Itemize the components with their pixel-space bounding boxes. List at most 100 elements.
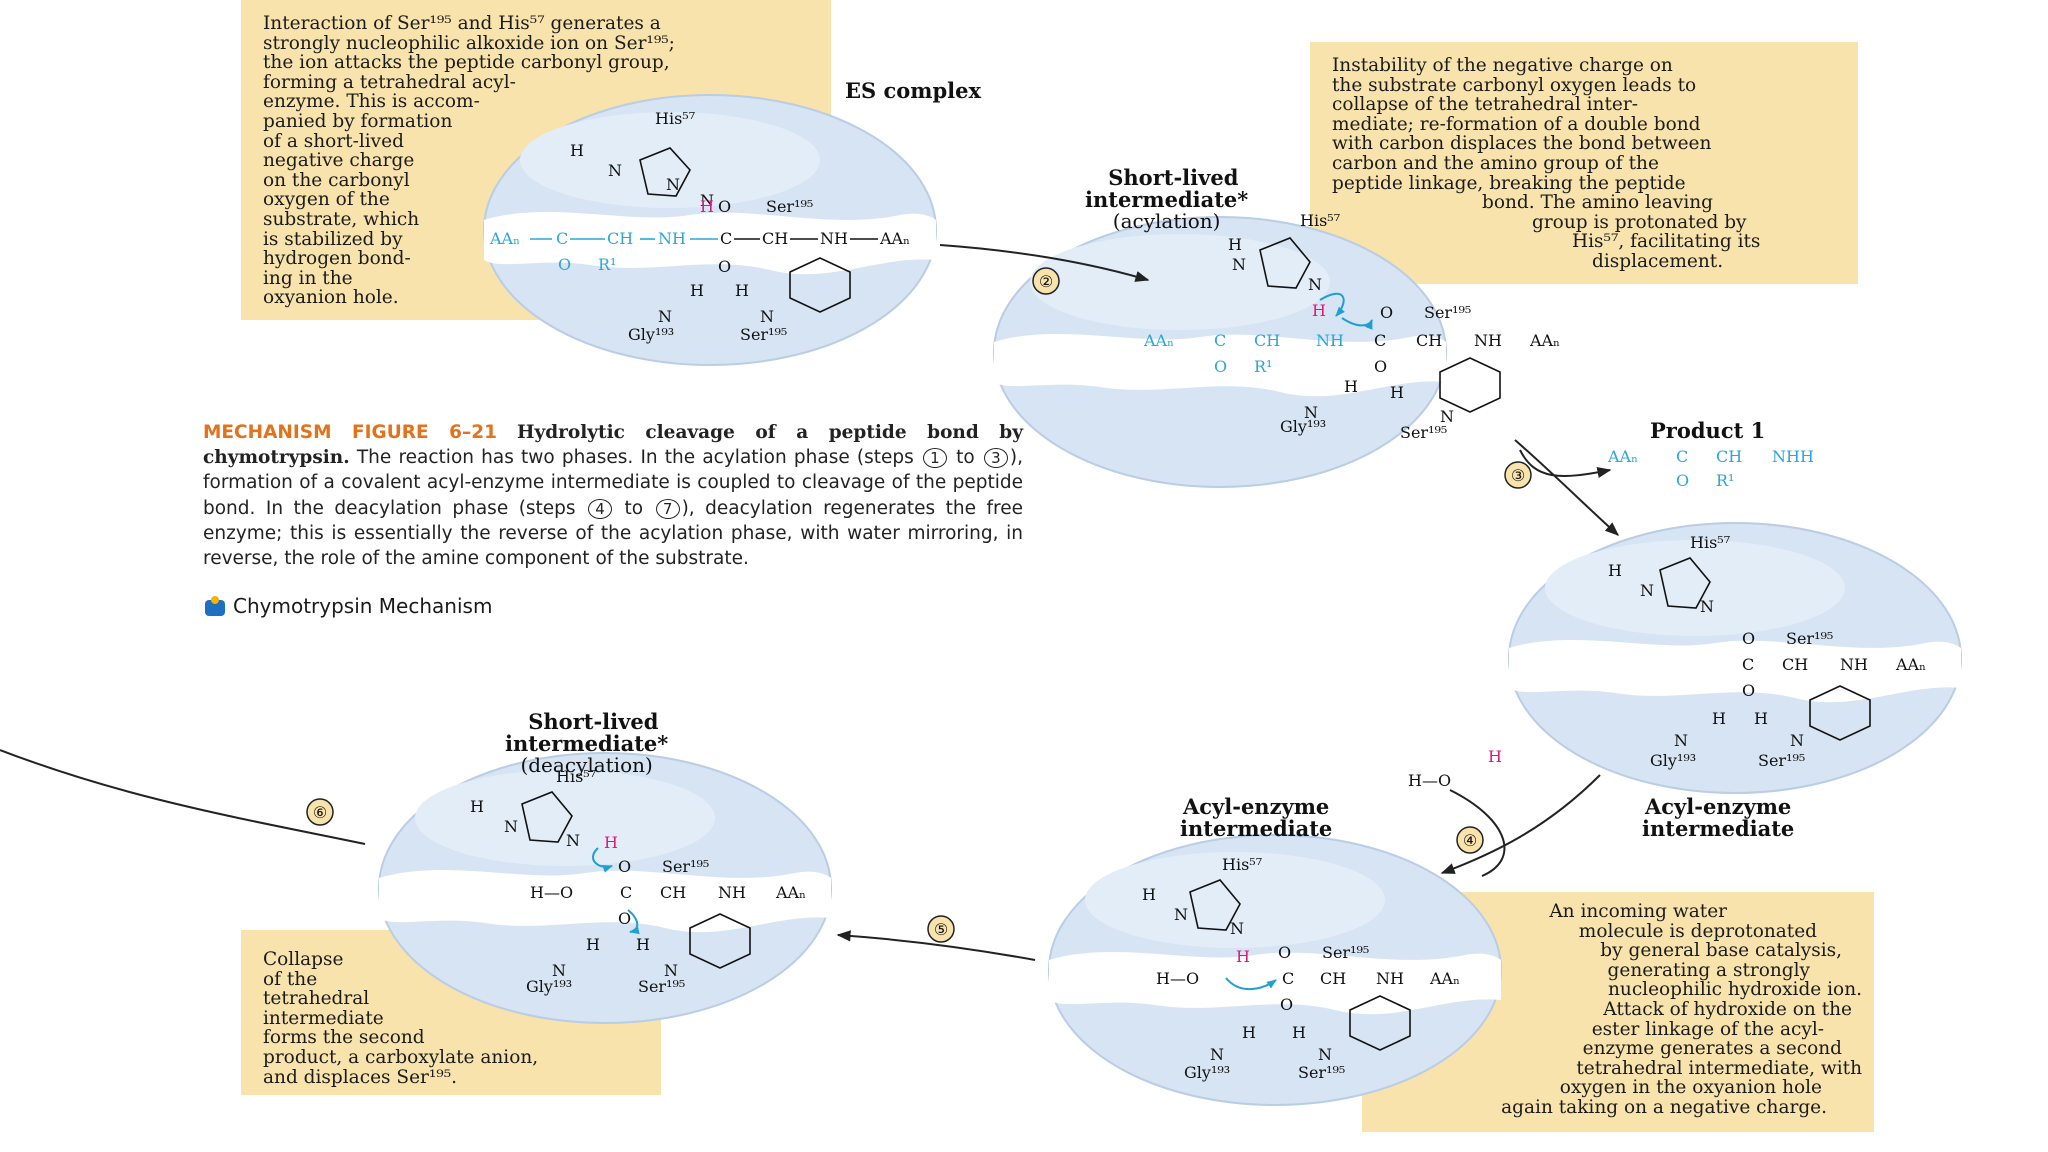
es-complex-chemistry: His⁵⁷ N N H N H O Ser¹⁹⁵ AAₙ C CH NH C C… — [489, 109, 910, 344]
svg-text:NH: NH — [1376, 969, 1404, 988]
note-line: of a short-lived — [263, 130, 404, 152]
note-line: enzyme. This is accom- — [263, 91, 480, 113]
water-molecule: H—O H — [1408, 747, 1502, 790]
svg-text:H: H — [1142, 885, 1156, 904]
svg-text:R¹: R¹ — [598, 255, 616, 274]
svg-text:NH: NH — [1840, 655, 1868, 674]
svg-text:CH: CH — [1416, 331, 1442, 350]
animation-link-text[interactable]: Chymotrypsin Mechanism — [233, 594, 493, 618]
note-line: bond. The amino leaving — [1482, 192, 1714, 214]
svg-text:H: H — [470, 797, 484, 816]
note-line: forms the second — [263, 1027, 425, 1049]
svg-text:Gly¹⁹³: Gly¹⁹³ — [628, 325, 674, 344]
caption-text: ), formation of a covalent acyl-enzyme i… — [203, 447, 1023, 519]
note-line: with carbon displaces the bond between — [1332, 133, 1712, 155]
note-step4: An incoming water molecule is deprotonat… — [1362, 892, 1874, 1132]
svg-text:CH: CH — [1716, 447, 1742, 466]
svg-text:AAₙ: AAₙ — [775, 883, 806, 902]
note-line: His⁵⁷, facilitating its — [1572, 231, 1761, 253]
svg-text:CH: CH — [607, 229, 633, 248]
note-line: Attack of hydroxide on the — [1603, 998, 1852, 1020]
note-line: strongly nucleophilic alkoxide ion on Se… — [263, 32, 675, 54]
svg-text:N: N — [1440, 407, 1454, 426]
svg-text:Ser¹⁹⁵: Ser¹⁹⁵ — [740, 325, 787, 344]
svg-text:NH: NH — [718, 883, 746, 902]
svg-text:N: N — [1304, 403, 1318, 422]
deacylation-intermediate-chemistry: His⁵⁷ N N H H O Ser¹⁹⁵ H—O C CH NH AAₙ O… — [470, 767, 806, 996]
svg-text:O: O — [1374, 357, 1387, 376]
step-ref: 1 — [922, 448, 947, 469]
note-line: Collapse — [263, 949, 344, 970]
acyl-enzyme-right-chemistry: His⁵⁷ N N H O Ser¹⁹⁵ C CH NH AAₙ O H H N… — [1608, 533, 1926, 770]
svg-text:N: N — [566, 831, 580, 850]
svg-text:H: H — [1292, 1023, 1306, 1042]
arrow-step2 — [939, 244, 1150, 282]
svg-text:O: O — [1742, 681, 1755, 700]
svg-text:N: N — [552, 961, 566, 980]
svg-text:R¹: R¹ — [1716, 471, 1734, 490]
arrow-step4 — [1440, 774, 1601, 874]
es-complex-enzyme — [483, 94, 937, 366]
note-line: oxyanion hole. — [263, 287, 399, 309]
product1-chemistry: AAₙ C CH NHH O R¹ — [1607, 447, 1814, 490]
animation-link[interactable]: Chymotrypsin Mechanism — [203, 594, 492, 618]
svg-text:AAₙ: AAₙ — [1143, 331, 1174, 350]
caption-text: The reaction has two phases. In the acyl… — [349, 447, 921, 469]
note-line: mediate; re-formation of a double bond — [1332, 113, 1701, 135]
note-line: ing in the — [263, 267, 353, 289]
svg-text:AAₙ: AAₙ — [1895, 655, 1926, 674]
svg-text:H: H — [1228, 235, 1242, 254]
svg-text:O: O — [718, 257, 731, 276]
svg-text:Gly¹⁹³: Gly¹⁹³ — [526, 977, 572, 996]
acylation-intermediate-chemistry: His⁵⁷ N N H H O Ser¹⁹⁵ AAₙ C CH NH C CH … — [1143, 211, 1560, 442]
note-line: the ion attacks the peptide carbonyl gro… — [263, 52, 670, 74]
svg-text:Ser¹⁹⁵: Ser¹⁹⁵ — [638, 977, 685, 996]
svg-text:C: C — [1742, 655, 1754, 674]
svg-text:C: C — [1214, 331, 1226, 350]
svg-text:Gly¹⁹³: Gly¹⁹³ — [1184, 1063, 1230, 1082]
caption-text: to — [948, 447, 982, 469]
svg-text:O: O — [718, 197, 731, 216]
arrow-product1 — [1519, 449, 1612, 478]
note-line: is stabilized by — [263, 228, 403, 250]
arrow-step3 — [1514, 439, 1620, 536]
svg-text:N: N — [658, 307, 672, 326]
step-2-marker: ② — [1032, 267, 1060, 295]
note-line: panied by formation — [263, 110, 453, 132]
svg-text:N: N — [1790, 731, 1804, 750]
svg-text:NH: NH — [820, 229, 848, 248]
svg-text:H: H — [1712, 709, 1726, 728]
svg-text:H—O: H—O — [1156, 969, 1199, 988]
note-line: molecule is deprotonated — [1578, 920, 1817, 942]
note-line: substrate, which — [263, 208, 420, 230]
svg-text:His⁵⁷: His⁵⁷ — [556, 767, 596, 786]
svg-text:C: C — [720, 229, 732, 248]
svg-text:Ser¹⁹⁵: Ser¹⁹⁵ — [662, 857, 709, 876]
note-line: tetrahedral — [263, 988, 370, 1010]
note-line: collapse of the tetrahedral inter- — [1332, 94, 1638, 116]
svg-text:O: O — [558, 255, 571, 274]
note-step2: Instability of the negative charge on th… — [1310, 42, 1858, 284]
svg-text:His⁵⁷: His⁵⁷ — [1222, 855, 1262, 874]
note-line: intermediate — [263, 1007, 384, 1029]
svg-text:H: H — [1236, 947, 1250, 966]
acyl-enzyme-bottom-chemistry: His⁵⁷ N N H H O Ser¹⁹⁵ H—O C CH NH AAₙ O… — [1142, 855, 1460, 1082]
svg-text:C: C — [620, 883, 632, 902]
note-line: product, a carboxylate anion, — [263, 1046, 539, 1068]
note-line: displacement. — [1592, 250, 1724, 272]
step-ref: 4 — [588, 498, 613, 519]
svg-text:N: N — [1230, 919, 1244, 938]
svg-text:C: C — [1676, 447, 1688, 466]
svg-text:N: N — [1640, 581, 1654, 600]
svg-text:O: O — [1380, 303, 1393, 322]
svg-text:N: N — [608, 161, 622, 180]
figure-title: Hydrolytic cleavage of a peptide bond by… — [203, 422, 1023, 469]
svg-text:H: H — [690, 281, 704, 300]
svg-text:N: N — [1174, 905, 1188, 924]
svg-text:②: ② — [1039, 272, 1053, 291]
svg-text:H: H — [700, 197, 714, 216]
note-line: by general base catalysis, — [1600, 940, 1842, 962]
svg-text:H—O: H—O — [1408, 771, 1451, 790]
